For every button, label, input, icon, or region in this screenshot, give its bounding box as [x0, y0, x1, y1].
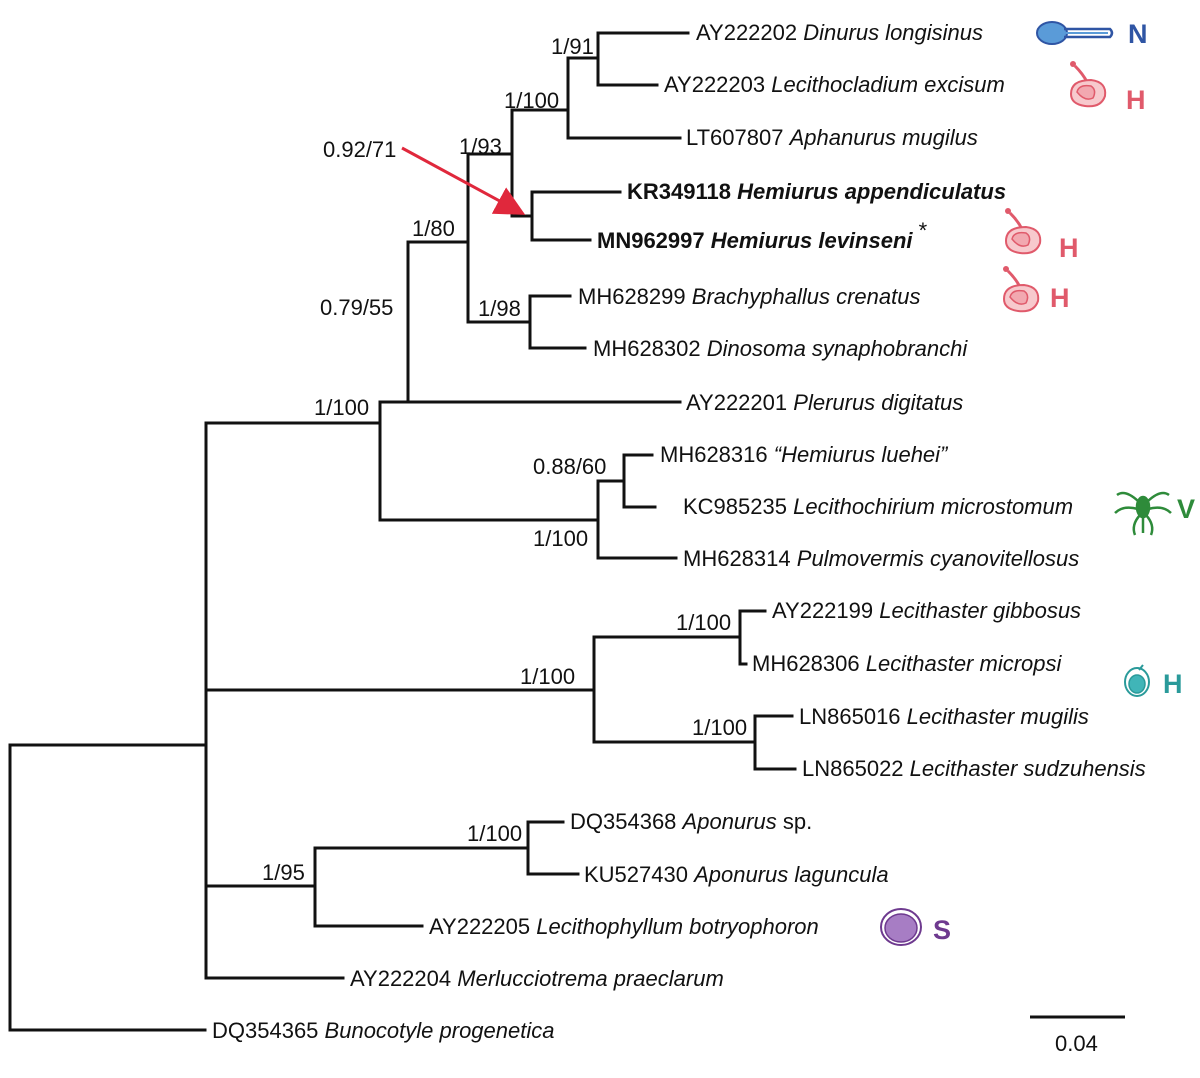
scale-bar-label: 0.04 [1055, 1031, 1098, 1056]
host-letter: H [1126, 85, 1146, 115]
taxon-label: KR349118 Hemiurus appendiculatus [627, 179, 1006, 204]
branch-node-195 [313, 846, 530, 928]
support-label: 1/98 [478, 296, 521, 321]
host-letter: N [1128, 19, 1148, 49]
host-markers: N H H H [880, 19, 1195, 946]
branch-node-191 [596, 31, 690, 87]
branch-node-079 [406, 240, 682, 404]
support-label: 1/100 [676, 610, 731, 635]
branch-node-lecithaster [592, 635, 757, 744]
host-letter: H [1163, 669, 1183, 699]
host-letter: H [1050, 283, 1070, 313]
support-label: 0.92/71 [323, 137, 396, 162]
support-label: 0.79/55 [320, 295, 393, 320]
support-label: 1/91 [551, 34, 594, 59]
support-label: 1/100 [314, 395, 369, 420]
scale-bar: 0.04 [1030, 1015, 1125, 1056]
taxon-label: LN865016 Lecithaster mugilis [799, 704, 1089, 729]
host-letter: S [933, 915, 951, 945]
taxon-label: KU527430 Aponurus laguncula [584, 862, 889, 887]
support-label: 1/100 [504, 88, 559, 113]
branch-root [8, 743, 208, 1032]
taxon-label: AY222202 Dinurus longisinus [696, 20, 983, 45]
support-label: 1/100 [533, 526, 588, 551]
branch-node-198 [528, 294, 587, 350]
hemiurid-body-icon [1069, 61, 1107, 108]
taxon-label: AY222204 Merlucciotrema praeclarum [350, 966, 724, 991]
support-label: 1/93 [459, 134, 502, 159]
taxon-label: LT607807 Aphanurus mugilus [686, 125, 978, 150]
branch-node-lecithochirium [596, 479, 678, 560]
branch-node-088 [622, 453, 657, 509]
taxon-labels: AY222202 Dinurus longisinus AY222203 Lec… [212, 20, 1146, 1043]
branch-node-lec-mug [753, 714, 797, 771]
taxon-label: DQ354368 Aponurus sp. [570, 809, 812, 834]
hemiurid-body-icon [1002, 266, 1040, 313]
taxon-label: MN962997 Hemiurus levinseni * [597, 218, 928, 253]
taxon-label: AY222201 Plerurus digitatus [686, 390, 963, 415]
taxon-label: DQ354365 Bunocotyle progenetica [212, 1018, 554, 1043]
highlight-arrow [401, 146, 526, 215]
branch-node-main [378, 400, 600, 522]
support-label: 1/100 [467, 821, 522, 846]
taxon-label: KC985235 Lecithochirium microstomum [683, 494, 1073, 519]
taxon-label: MH628306 Lecithaster micropsi [752, 651, 1063, 676]
support-label: 1/80 [412, 216, 455, 241]
sac-body-icon [880, 908, 922, 946]
copepod-icon [1114, 491, 1172, 536]
taxon-label: AY222203 Lecithocladium excisum [664, 72, 1005, 97]
branch-node-180 [466, 152, 532, 324]
support-label: 0.88/60 [533, 454, 606, 479]
support-label: 1/100 [520, 664, 575, 689]
branch-node-1100-top [566, 56, 682, 140]
host-letter: H [1059, 233, 1079, 263]
taxon-label: MH628314 Pulmovermis cyanovitellosus [683, 546, 1079, 571]
hemiurid-body-icon [1004, 208, 1042, 255]
taxon-label: MH628302 Dinosoma synaphobranchi [593, 336, 968, 361]
branch-ingroup [204, 421, 596, 980]
branch-node-hemiurus [530, 190, 622, 242]
branch-node-193 [510, 108, 570, 218]
host-letter: V [1177, 494, 1195, 524]
taxon-label: LN865022 Lecithaster sudzuhensis [802, 756, 1146, 781]
taxon-label: AY222199 Lecithaster gibbosus [772, 598, 1081, 623]
branch-node-lec-gib [738, 609, 767, 666]
taxon-label: MH628316 “Hemiurus luehei” [660, 442, 949, 467]
elongate-body-icon [1036, 21, 1114, 45]
taxon-label: AY222205 Lecithophyllum botryophoron [429, 914, 819, 939]
round-body-icon [1124, 664, 1150, 697]
branch-node-aponurus [526, 820, 580, 876]
support-label: 1/95 [262, 860, 305, 885]
support-label: 1/100 [692, 715, 747, 740]
tree-branches [8, 31, 797, 1032]
support-values: 1/91 1/100 1/93 0.92/71 1/80 1/98 0.79/5… [262, 34, 747, 885]
taxon-label: MH628299 Brachyphallus crenatus [578, 284, 920, 309]
